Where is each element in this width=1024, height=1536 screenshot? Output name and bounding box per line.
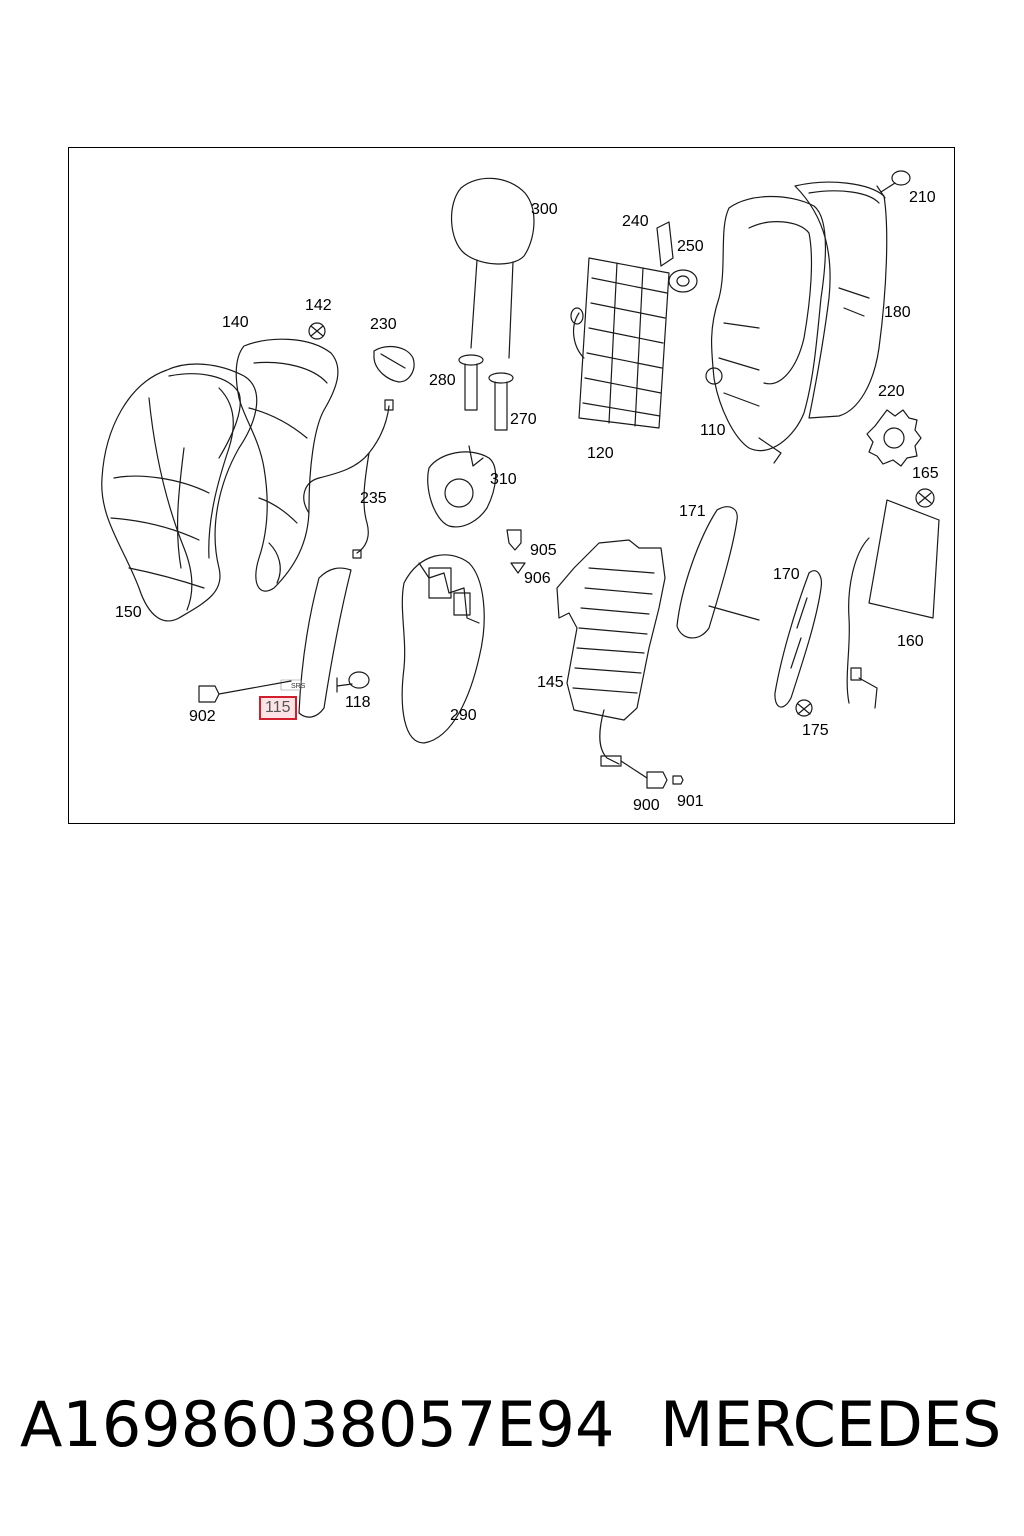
back-panel-part-180 — [794, 181, 888, 419]
ring-part-250 — [668, 269, 698, 293]
side-bladder-part-170 — [774, 570, 822, 708]
clip-part-142 — [308, 322, 326, 340]
callout-250: 250 — [677, 238, 704, 255]
airbag-cover-part-115 — [280, 567, 352, 718]
callout-120: 120 — [587, 445, 614, 462]
callout-300: 300 — [531, 201, 558, 218]
callout-180: 180 — [884, 304, 911, 321]
connector-part-900 — [620, 760, 668, 789]
brand-name: MERCEDES — [660, 1388, 1002, 1461]
callout-906: 906 — [524, 570, 551, 587]
pump-module-part-160 — [846, 499, 940, 709]
callout-270: 270 — [510, 411, 537, 428]
callout-110: 110 — [700, 422, 726, 439]
parts-diagram-frame: SRS 300 240 250 210 180 142 140 230 280 … — [68, 147, 955, 824]
callout-115: 115 — [259, 696, 297, 720]
callout-220: 220 — [878, 383, 905, 400]
callout-280: 280 — [429, 372, 456, 389]
backrest-cover-part-150 — [101, 363, 258, 622]
srs-marking: SRS — [291, 683, 306, 690]
callout-902: 902 — [189, 708, 216, 725]
callout-170: 170 — [773, 566, 800, 583]
callout-145: 145 — [537, 674, 564, 691]
callout-171: 171 — [679, 503, 706, 520]
spring-mat-part-120 — [570, 257, 670, 429]
screw-part-210 — [876, 170, 911, 199]
callout-150: 150 — [115, 604, 142, 621]
callout-240: 240 — [622, 213, 649, 230]
callout-165: 165 — [912, 465, 939, 482]
clip-part-175 — [795, 699, 813, 717]
side-panel-part-290 — [401, 554, 485, 744]
backrest-panel-part-140 — [235, 338, 339, 592]
callout-901: 901 — [677, 793, 704, 810]
heating-mat-part-145 — [556, 539, 666, 767]
cap-part-230 — [373, 345, 415, 383]
callout-310: 310 — [490, 471, 517, 488]
guide-sleeve-part-280 — [458, 354, 484, 411]
plug-part-901 — [672, 775, 684, 785]
part-number: A16986038057E94 — [20, 1388, 615, 1461]
footer-caption: A16986038057E94 MERCEDES — [20, 1380, 1010, 1470]
gear-part-220 — [866, 409, 922, 467]
seat-exploded-view: SRS — [101, 170, 940, 789]
lumbar-bladder-part-171 — [676, 506, 760, 639]
connector-part-905 — [506, 529, 522, 551]
callout-140: 140 — [222, 314, 249, 331]
callout-230: 230 — [370, 316, 397, 333]
mechanism-part-310 — [427, 445, 497, 528]
seat-frame-part-110 — [705, 195, 827, 464]
plug-part-906 — [510, 562, 526, 574]
callout-210: 210 — [909, 189, 936, 206]
callout-118: 118 — [345, 694, 371, 711]
guide-sleeve-part-270 — [488, 372, 514, 431]
screw-part-118 — [336, 671, 370, 693]
clip-part-165 — [915, 488, 935, 508]
wire-harness-part-235 — [303, 399, 394, 559]
guide-part-240 — [656, 221, 674, 267]
callout-142: 142 — [305, 297, 332, 314]
callout-900: 900 — [633, 797, 660, 814]
callout-235: 235 — [360, 490, 387, 507]
callout-290: 290 — [450, 707, 477, 724]
connector-part-902 — [198, 680, 292, 703]
callout-175: 175 — [802, 722, 829, 739]
headrest-part-300 — [450, 177, 535, 359]
callout-905: 905 — [530, 542, 557, 559]
callout-160: 160 — [897, 633, 924, 650]
